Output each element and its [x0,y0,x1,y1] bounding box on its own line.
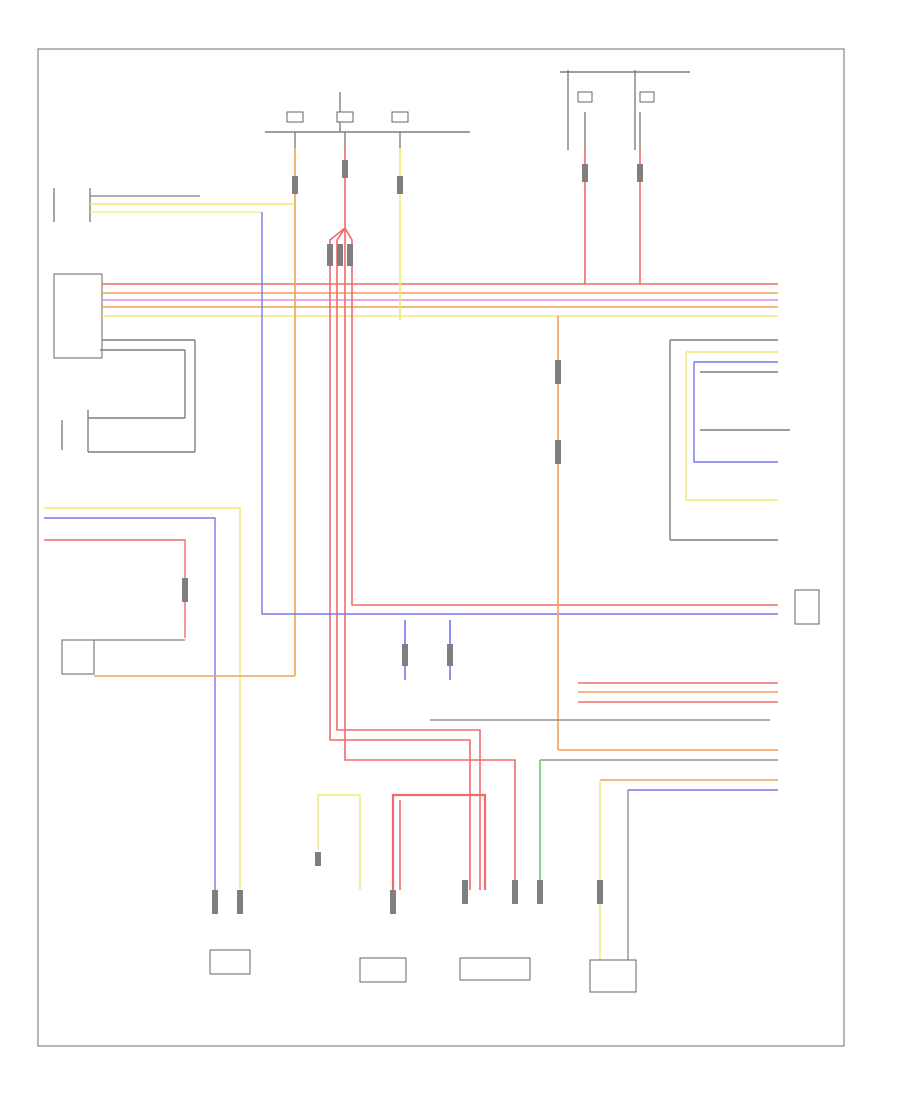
bottom-component-1 [209,949,251,975]
left-relay [61,339,196,453]
fuse-block-center [265,92,470,148]
bottom-component-3 [459,957,531,981]
wire-yellow-bottom-left [44,507,241,890]
wire-yellow-right [685,351,778,501]
right-lower-bus [430,682,778,791]
right-connector-top [669,339,778,541]
bottom-component-4 [589,959,637,993]
wire-blue-right [693,361,778,463]
wire-blue-left [261,212,778,615]
wire-yellow-bottom [317,794,361,890]
wire-red-bottom-left [44,539,186,638]
diagram-frame [37,48,845,1047]
wire-blue-bottom-left [44,517,216,890]
main-bus [102,283,778,317]
right-component [794,589,820,625]
fuse-block-right [560,70,690,150]
red-bundle [329,227,778,890]
left-connector-block [53,188,103,359]
bottom-component-2 [359,957,407,983]
connector-markers [182,160,643,914]
wire-red-loop [391,793,487,890]
left-sensor [61,639,95,675]
